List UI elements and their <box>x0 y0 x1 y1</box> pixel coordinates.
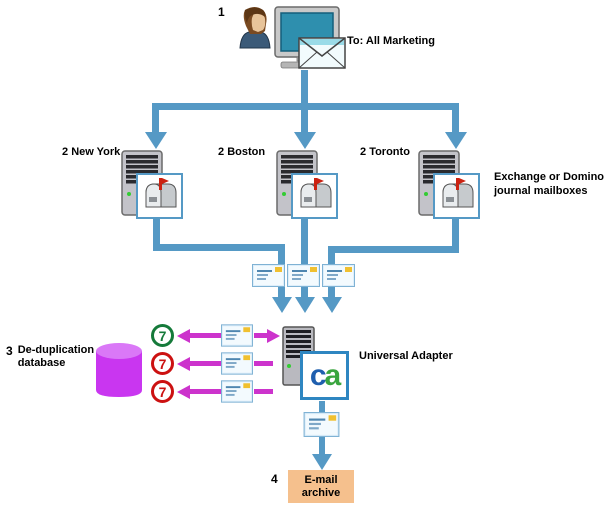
flow-line-to-boston <box>301 103 308 134</box>
message-icon-archived <box>303 412 340 437</box>
arrow-down-boston <box>294 132 316 149</box>
dedup-counter-3: 7 <box>151 380 174 403</box>
message-icon-dedup-3 <box>221 380 253 403</box>
site-label-boston: 2 Boston <box>218 146 266 158</box>
flow-line-toronto-across <box>331 246 459 253</box>
dedup-line-2 <box>189 361 221 366</box>
envelope-icon <box>298 37 346 69</box>
flow-line-newyork-across <box>153 244 285 251</box>
message-icon-newyork <box>252 264 285 287</box>
message-icon-boston <box>287 264 320 287</box>
step4-number: 4 <box>271 472 278 486</box>
email-archive-box: E-mail archive <box>288 470 354 503</box>
mailbox-caption: Exchange or Domino journal mailboxes <box>494 171 605 197</box>
flow-line-newyork-down <box>153 219 160 251</box>
dedup-line-1 <box>189 333 221 338</box>
site-label-toronto: 2 Toronto <box>360 146 410 158</box>
arrow-right-adapter <box>267 329 280 343</box>
message-icon-dedup-2 <box>221 352 253 375</box>
flow-line-to-newyork <box>152 103 159 134</box>
arrow-left-dedup-3 <box>177 385 190 399</box>
message-recipient-label: To: All Marketing <box>347 35 435 47</box>
dedup-line-2-right <box>254 361 273 366</box>
ca-logo-a: a <box>324 358 342 392</box>
arrow-left-dedup-1 <box>177 329 190 343</box>
arrow-down-adapter-2 <box>295 297 315 313</box>
mailbox-icon-boston <box>291 173 338 219</box>
arrow-down-adapter-3 <box>322 297 342 313</box>
step1-number: 1 <box>218 5 225 19</box>
mailbox-icon-toronto <box>433 173 480 219</box>
person-icon <box>239 7 271 49</box>
dedup-counter-1: 7 <box>151 324 174 347</box>
arrow-down-adapter-1 <box>272 297 292 313</box>
site-label-newyork: 2 New York <box>62 146 121 158</box>
arrow-down-toronto <box>445 132 467 149</box>
dedup-line-1-right <box>254 333 268 338</box>
ca-logo-c: c <box>309 358 327 392</box>
message-icon-toronto <box>322 264 355 287</box>
ca-logo: ca <box>300 351 349 400</box>
arrow-left-dedup-2 <box>177 357 190 371</box>
flow-line-to-toronto <box>452 103 459 134</box>
flow-line-sender-down <box>301 70 308 108</box>
adapter-label: Universal Adapter <box>359 350 453 362</box>
mailbox-icon-newyork <box>136 173 183 219</box>
database-icon <box>96 343 142 397</box>
flow-line-boston-drop <box>301 219 308 298</box>
flow-line-toronto-down <box>452 219 459 253</box>
message-icon-dedup-1 <box>221 324 253 347</box>
dedup-counter-2: 7 <box>151 352 174 375</box>
dedup-line-3-right <box>254 389 273 394</box>
step3-label: 3 De-duplication database <box>6 344 95 369</box>
dedup-line-3 <box>189 389 221 394</box>
user-computer-icon <box>239 6 346 69</box>
arrow-down-archive <box>312 454 332 470</box>
arrow-down-newyork <box>145 132 167 149</box>
